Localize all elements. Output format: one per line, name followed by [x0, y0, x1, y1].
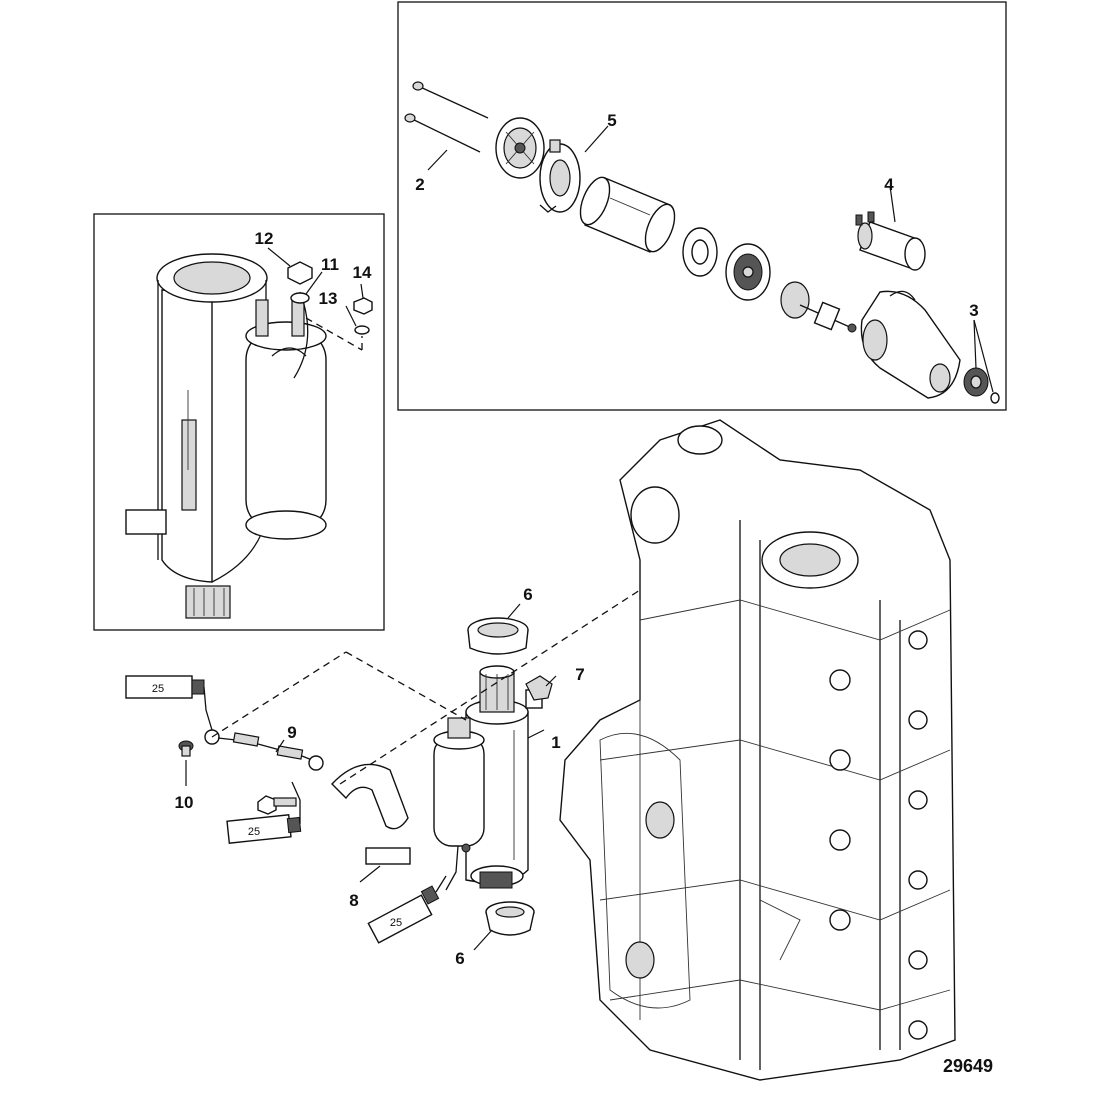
starter-detail-inset: 12 11 14 13	[93, 213, 385, 631]
drive-shaft	[780, 281, 857, 333]
exploded-view-frame	[397, 1, 1007, 411]
starter-motor	[433, 665, 543, 891]
pinion-gear	[963, 367, 1000, 404]
solenoid	[855, 211, 926, 271]
thrust-washer	[682, 227, 718, 277]
callout-6-lower: 6	[455, 949, 464, 968]
starter-exploded-view-box: 2 5 4 3	[397, 1, 1007, 411]
cable-bolt	[257, 795, 297, 815]
washer-11	[290, 292, 310, 304]
callout-6-upper: 6	[523, 585, 532, 604]
cable-clip	[525, 675, 553, 701]
nut-12	[287, 261, 313, 285]
field-frame	[579, 176, 676, 253]
callout-9: 9	[287, 723, 296, 742]
brush-holder	[539, 139, 581, 213]
alignment-line-2	[345, 651, 467, 721]
callout-7: 7	[575, 665, 584, 684]
callout-12: 12	[255, 229, 274, 248]
drive-housing	[860, 290, 961, 399]
powerhead-block	[559, 419, 956, 1081]
inset-hardware	[287, 261, 373, 351]
nut-14	[353, 297, 373, 315]
callout-13: 13	[319, 289, 338, 308]
inset-solenoid	[245, 291, 327, 540]
ground-screw	[178, 740, 194, 757]
callout-4: 4	[884, 175, 894, 194]
sealant-tube-1: 25	[125, 675, 205, 699]
sealant-tube-3-label: 25	[390, 917, 402, 929]
callout-11: 11	[321, 255, 339, 274]
inset-frame	[93, 213, 385, 631]
callout-3: 3	[969, 301, 978, 320]
cable-guide	[331, 763, 409, 830]
starter-collar-lower	[485, 901, 535, 936]
starter-collar-upper	[467, 617, 529, 655]
callout-14: 14	[353, 263, 372, 282]
ground-cable	[204, 729, 324, 771]
callout-5: 5	[607, 111, 616, 130]
end-cap	[495, 117, 545, 179]
sealant-tube-2: 25	[226, 814, 302, 844]
decal	[365, 847, 411, 865]
alignment-line-1	[211, 651, 347, 738]
drawing-number: 29649	[943, 1056, 993, 1076]
sealant-tube-2-label: 25	[248, 826, 260, 838]
callout-10: 10	[175, 793, 194, 812]
callout-1: 1	[551, 733, 560, 752]
sealant-tube-1-label: 25	[152, 683, 164, 695]
callout-2: 2	[415, 175, 424, 194]
sealant-tube-3: 25	[367, 885, 440, 944]
through-bolts	[404, 81, 489, 153]
planetary-gear-set	[725, 243, 771, 301]
callout-8: 8	[349, 891, 358, 910]
washer-13	[354, 325, 370, 335]
